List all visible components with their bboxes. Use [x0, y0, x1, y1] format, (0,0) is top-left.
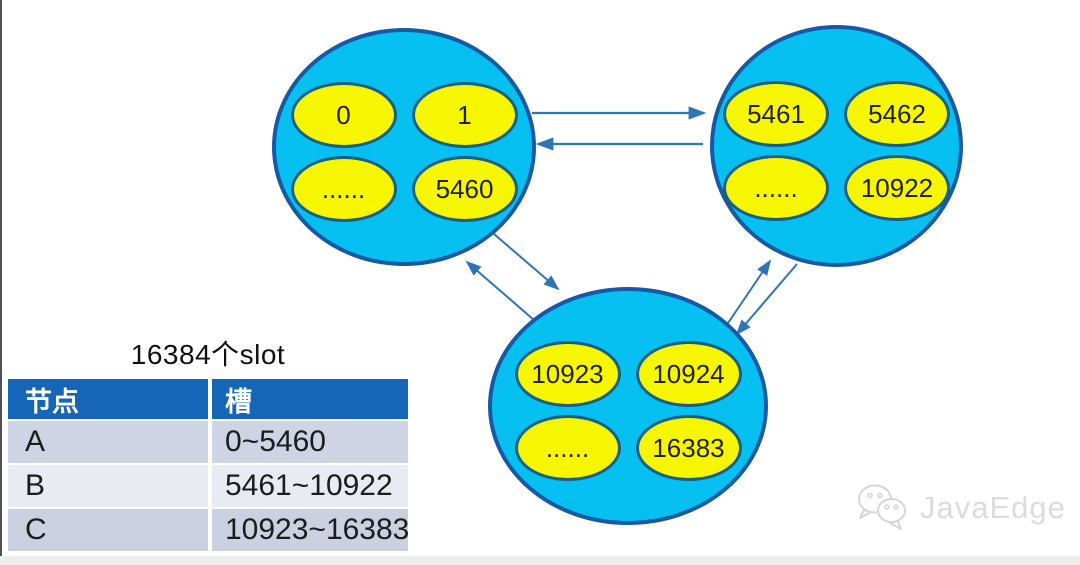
node-a-slots: 0 1 ...... 5460 — [290, 82, 518, 222]
cluster-node-b: 5461 5462 ...... 10922 — [710, 25, 963, 267]
cluster-node-c: 10923 10924 ...... 16383 — [488, 287, 768, 525]
node-c-slots: 10923 10924 ...... 16383 — [514, 341, 742, 481]
slot-ellipse: ...... — [290, 156, 397, 222]
arrow-node-b-to-node-c — [735, 263, 798, 336]
slot-label: 10922 — [860, 172, 934, 203]
slot-label: 10924 — [652, 358, 725, 389]
arrow-node-c-to-node-b — [723, 259, 772, 330]
slot-ellipse: 0 — [290, 82, 397, 148]
slot-label: ...... — [754, 172, 798, 203]
arrow-node-c-to-node-a — [465, 260, 535, 321]
table-row: B 5461~10922 — [8, 465, 408, 507]
slot-ellipse: ...... — [514, 415, 621, 481]
slot-ellipse: 5462 — [844, 81, 950, 147]
slot-label: 10923 — [531, 358, 604, 389]
slot-ellipse: 10923 — [514, 341, 621, 407]
slot-label: 5462 — [868, 98, 926, 129]
slot-label: ...... — [321, 173, 366, 204]
slot-ellipse: 16383 — [635, 415, 742, 481]
watermark-label: JavaEdge — [920, 490, 1066, 525]
watermark: JavaEdge — [854, 482, 1066, 534]
slot-ellipse: 5460 — [411, 156, 518, 222]
slot-label: 16383 — [652, 432, 725, 463]
table-row: A 0~5460 — [8, 421, 408, 463]
slot-label: 1 — [457, 99, 472, 130]
cluster-node-a: 0 1 ...... 5460 — [272, 28, 536, 266]
slot-ellipse: 1 — [411, 82, 518, 148]
table-row: C 10923~16383 — [8, 509, 409, 551]
slot-label: ...... — [545, 432, 590, 463]
slot-range-cell: 0~5460 — [212, 421, 408, 463]
column-header-slot: 槽 — [212, 379, 408, 419]
column-header-node: 节点 — [8, 379, 208, 419]
slot-label: 5460 — [435, 173, 494, 204]
slot-range-cell: 5461~10922 — [212, 465, 408, 507]
table-body: A 0~5460 B 5461~10922 C 10923~16383 — [8, 421, 409, 551]
slot-label: 5461 — [747, 98, 805, 129]
frame-bottom-strip — [0, 556, 1080, 565]
slot-ellipse: 5461 — [723, 81, 829, 147]
slot-ellipse: 10922 — [844, 155, 950, 221]
slot-label: 0 — [336, 99, 351, 130]
node-cell: C — [8, 509, 208, 551]
node-cell: B — [8, 465, 208, 507]
slot-ellipse: 10924 — [635, 341, 742, 407]
table-header-row: 节点 槽 — [8, 379, 408, 419]
wechat-icon — [858, 484, 906, 530]
slot-assignment-table: 节点 槽 A 0~5460 B 5461~10922 C 10923~16383 — [8, 379, 409, 553]
slot-count-title: 16384个slot — [130, 339, 286, 370]
slot-ellipse: ...... — [723, 155, 829, 221]
frame-left-edge — [0, 0, 2, 565]
node-b-slots: 5461 5462 ...... 10922 — [723, 81, 950, 221]
arrow-node-a-to-node-c — [493, 233, 560, 291]
slot-range-cell: 10923~16383 — [212, 509, 409, 551]
node-cell: A — [8, 421, 208, 463]
